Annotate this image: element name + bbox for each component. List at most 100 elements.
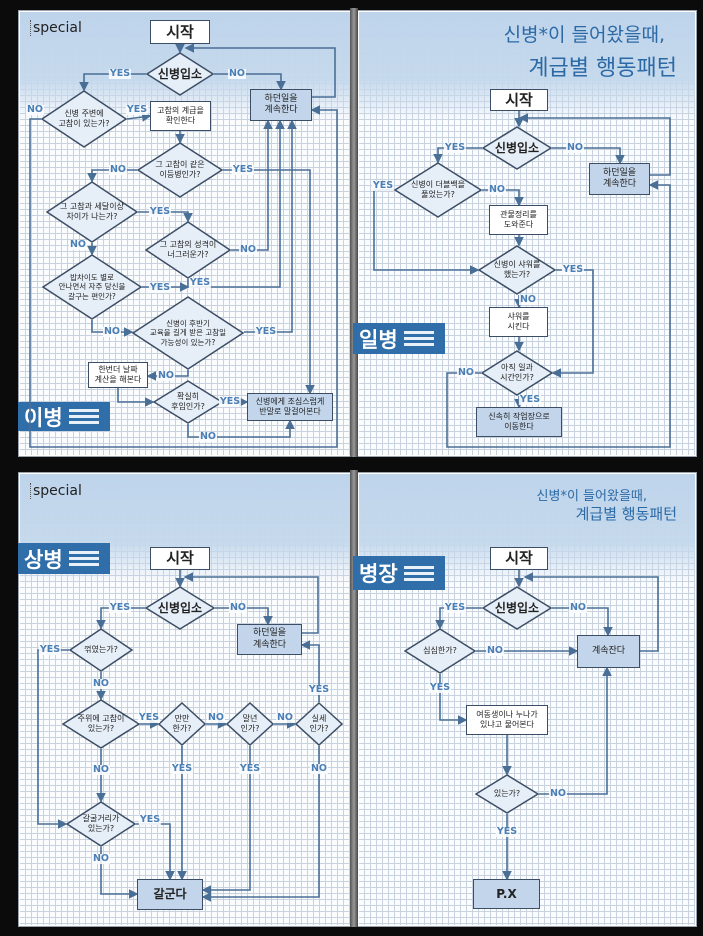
decision-diamond: 주위에 고참이 있는가? [62,699,140,749]
decision-diamond: 신병이 후반기 교육을 길게 받은 고참일 가능성이 있는가? [132,296,244,370]
yes-label: YES [138,814,162,825]
yes-label: YES [218,396,242,407]
book-gutter [350,8,358,457]
decision-text: 그 고참의 성격이 너그러운가? [159,240,217,259]
yes-label: YES [170,763,194,774]
no-label: NO [227,68,247,79]
decision-diamond: 갈굴거리가 있는가? [66,801,136,847]
process-box: 하던일을 계속한다 [250,89,312,121]
decision-diamond: 확실히 후임인가? [153,380,223,424]
process-box: 한번더 날짜 계산을 해본다 [88,362,148,388]
decision-diamond: 신병 주변에 고참이 있는가? [41,90,127,148]
decision-text: 그 고참이 같은 이등병인가? [155,160,205,179]
process-box: 샤워를 시킨다 [489,307,548,337]
rank-label-sergeant: 병장 [353,556,445,590]
yes-label: YES [148,282,172,293]
rank-label-pfc: 일병 [353,323,445,354]
start-box: 시작 [150,20,210,44]
process-box: 관물정리를 도와준다 [489,205,548,235]
no-label: NO [548,788,568,799]
yes-label: YES [443,602,467,613]
no-label: NO [275,712,295,723]
decision-text: 심심한가? [423,646,457,655]
decision-diamond: 아직 일과 시간인가? [481,350,553,396]
yes-label: YES [561,264,585,275]
decision-diamond: 그 고참과 세달이상 차이가 나는가? [46,181,138,243]
yes-label: YES [307,684,331,695]
no-label: NO [91,678,111,689]
title-line-1: 신병*이 들어왔을때, [536,489,647,504]
yes-label: YES [428,682,452,693]
yes-label: YES [254,326,278,337]
no-label: NO [68,239,88,250]
decision-diamond: 그 고참이 같은 이등병인가? [137,142,223,198]
no-label: NO [487,184,507,195]
menu-lines-icon [68,551,99,566]
decision-diamond: 신병입소 [482,586,552,630]
decision-text: 말년 인가? [240,714,260,733]
process-box: P.X [473,879,540,909]
decision-diamond: 신병이 샤워를 했는가? [478,245,556,295]
no-label: NO [568,602,588,613]
rank-label-corporal: 상병 [18,543,110,574]
process-box: 여동생이나 누나가 있냐고 물어본다 [466,705,548,735]
decision-diamond: 신병입소 [146,52,214,96]
decision-diamond: 심심한가? [404,628,476,674]
start-box: 시작 [150,547,210,570]
yes-label: YES [137,712,161,723]
no-label: NO [91,853,111,864]
decision-text: 신병이 샤워를 했는가? [493,260,541,279]
rank-label-private: 이병 [18,402,110,431]
decision-text: 신병입소 [494,140,540,155]
no-label: NO [198,431,218,442]
no-label: NO [238,244,258,255]
yes-label: YES [495,826,519,837]
no-label: NO [565,142,585,153]
yes-label: YES [38,644,62,655]
decision-text: 확실히 후임인가? [171,392,205,411]
decision-text: 아직 일과 시간인가? [500,363,534,382]
section-header: special [30,483,82,499]
decision-text: 신병이 후반기 교육을 길게 받은 고참일 가능성이 있는가? [149,318,227,347]
menu-lines-icon [403,565,434,581]
decision-text: 밥차이도 별로 안나면서 자주 당신을 갈구는 편인가? [58,272,126,301]
decision-text: 실세 인가? [309,714,329,733]
no-label: NO [102,326,122,337]
yes-label: YES [231,164,255,175]
decision-text: 신병 주변에 고참이 있는가? [58,109,110,128]
decision-text: 신병입소 [157,600,203,615]
book-gutter [350,470,358,927]
decision-diamond: 신병입소 [145,586,215,630]
no-label: NO [156,370,176,381]
yes-label: YES [108,602,132,613]
process-box: 갈군다 [137,879,203,910]
yes-label: YES [188,277,212,288]
rank-label-text: 상병 [24,547,63,572]
rank-label-text: 일병 [359,327,398,352]
no-label: NO [309,763,329,774]
no-label: NO [456,367,476,378]
menu-lines-icon [403,331,434,346]
decision-text: 주위에 고참이 있는가? [77,714,125,733]
decision-text: 신병입소 [157,66,203,81]
start-box: 시작 [490,547,548,570]
decision-text: 있는가? [493,789,521,798]
yes-label: YES [518,394,542,405]
process-box: 계속잔다 [577,635,640,668]
decision-diamond: 있는가? [475,774,539,814]
no-label: NO [91,764,111,775]
rank-label-text: 병장 [359,562,398,586]
decision-text: 갈굴거리가 있는가? [82,814,120,833]
section-header: special [30,20,82,36]
no-label: NO [206,712,226,723]
no-label: NO [518,294,538,305]
yes-label: YES [148,206,172,217]
decision-diamond: 꺾였는가? [69,628,133,672]
decision-diamond: 신병입소 [482,126,552,170]
page-sergeant [357,472,697,927]
decision-diamond: 밥차이도 별로 안나면서 자주 당신을 갈구는 편인가? [42,254,142,320]
process-box: 고참의 계급을 확인한다 [150,101,211,131]
page-title: 신병*이 들어왔을때, 계급별 행동패턴 [357,483,677,533]
title-line-2: 계급별 행동패턴 [528,56,677,81]
no-label: NO [108,164,128,175]
